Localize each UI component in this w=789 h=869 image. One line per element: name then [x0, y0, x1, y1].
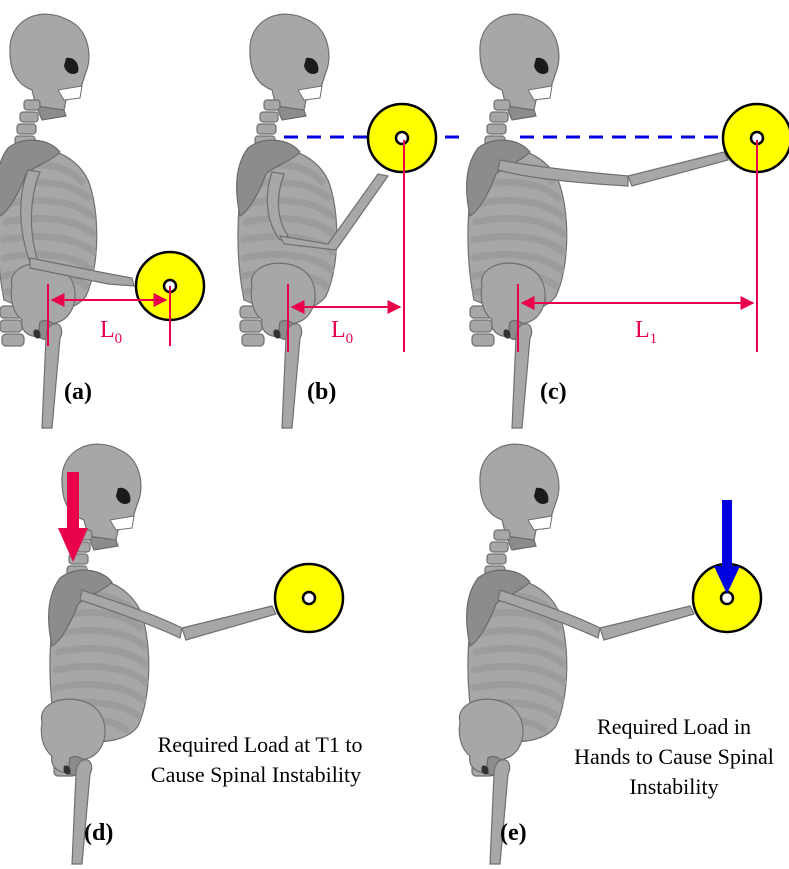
weight-hole	[303, 592, 315, 604]
forearm	[628, 152, 728, 186]
t1-load-arrow-shaft	[67, 472, 79, 530]
caption-d-line1: Required Load at T1 to	[158, 732, 363, 757]
panel-label-b: (b)	[307, 379, 336, 405]
weight-hole	[396, 132, 408, 144]
caption-e-line2: Hands to Cause Spinal	[574, 744, 774, 769]
panel-label-c: (c)	[540, 379, 567, 405]
hand-load-arrow-shaft	[722, 500, 732, 570]
caption-e-line3: Instability	[629, 774, 718, 799]
panel-label-d: (d)	[84, 820, 113, 846]
panel-label-a: (a)	[64, 379, 92, 405]
dimension-label-b: L0	[331, 317, 353, 347]
caption-e-line1: Required Load in	[597, 714, 751, 739]
panel-label-e: (e)	[500, 820, 527, 846]
dimension-label-c: L1	[635, 317, 657, 347]
caption-d-line2: Cause Spinal Instability	[151, 762, 361, 787]
forearm	[182, 606, 276, 640]
panel-c: L1 (c)	[467, 14, 789, 428]
panel-e: Required Load in Hands to Cause Spinal I…	[459, 444, 774, 864]
dimension-label-a: L0	[100, 317, 122, 347]
panel-d: Required Load at T1 to Cause Spinal Inst…	[41, 444, 362, 864]
panel-b: L0 (b)	[237, 14, 460, 428]
forearm	[600, 606, 694, 640]
panel-a: L0 (a)	[0, 14, 204, 428]
